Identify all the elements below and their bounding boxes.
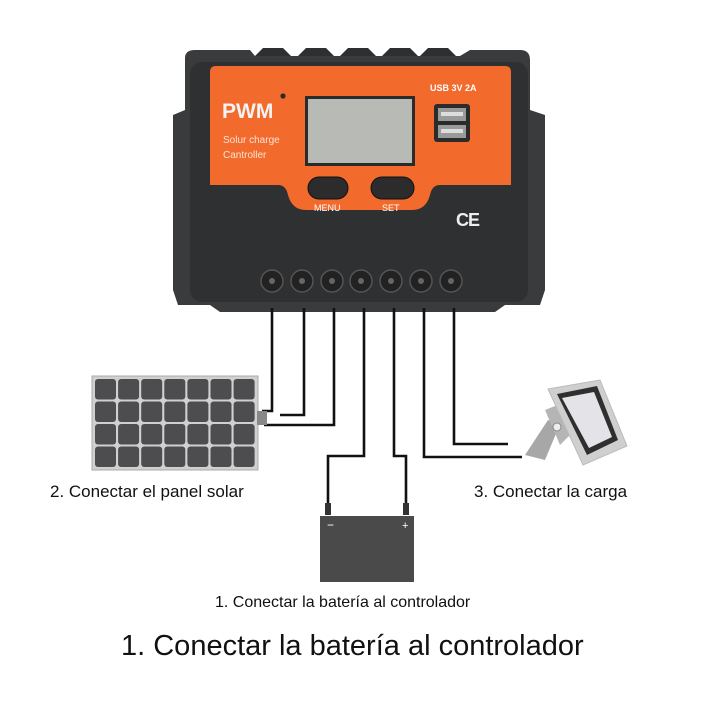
solar-cell: [187, 424, 209, 445]
wire-battery-pos: [392, 308, 408, 507]
battery-label: 1. Conectar la batería al controlador: [215, 594, 471, 611]
subtitle-line-2: Cantroller: [223, 150, 267, 161]
solar-cell: [95, 446, 116, 467]
solar-cell: [187, 446, 209, 467]
solar-cell: [164, 446, 186, 467]
battery-minus-icon: −: [327, 518, 334, 532]
solar-cell: [233, 446, 255, 467]
caption: 1. Conectar la batería al controlador: [121, 630, 584, 662]
solar-panel: [91, 375, 267, 471]
solar-cell: [118, 379, 140, 400]
solar-cell: [210, 401, 232, 422]
wiring: [262, 308, 522, 507]
solar-cell: [187, 379, 209, 400]
solar-cell: [164, 424, 186, 445]
solar-cell: [95, 379, 116, 400]
solar-cell: [187, 401, 209, 422]
solar-cell: [210, 424, 232, 445]
charge-controller: [173, 48, 545, 312]
solar-cell: [118, 446, 140, 467]
wire-load-2: [452, 308, 508, 446]
floodlight-icon: [525, 379, 628, 466]
wire-battery-neg: [326, 308, 366, 507]
ce-mark-icon: CE: [456, 210, 480, 230]
set-button[interactable]: [370, 176, 415, 200]
wire-panel-1: [262, 308, 274, 413]
solar-cell: [233, 424, 255, 445]
panel-connector: [257, 411, 267, 425]
battery: − +: [320, 503, 414, 582]
solar-cell: [233, 379, 255, 400]
menu-label: MENU: [314, 203, 341, 213]
solar-cell: [210, 379, 232, 400]
lcd-screen: [308, 99, 412, 163]
wire-panel-3: [264, 308, 336, 427]
solar-cell: [141, 379, 163, 400]
load-label: 3. Conectar la carga: [474, 482, 628, 501]
solar-cell: [118, 401, 140, 422]
battery-body: [320, 516, 414, 582]
solar-cell: [210, 446, 232, 467]
menu-button[interactable]: [307, 176, 349, 200]
status-led: [280, 93, 286, 99]
solar-cell: [95, 424, 116, 445]
terminal-block: [260, 269, 463, 293]
usb-label: USB 3V 2A: [430, 83, 477, 93]
solar-cell: [141, 401, 163, 422]
brand-label: PWM: [222, 100, 274, 123]
solar-cell: [233, 401, 255, 422]
wire-load-1: [422, 308, 522, 459]
wire-panel-2: [280, 308, 306, 417]
solar-cell: [141, 446, 163, 467]
solar-cell: [118, 424, 140, 445]
solar-cell: [164, 401, 186, 422]
solar-cell: [95, 401, 116, 422]
panel-label: 2. Conectar el panel solar: [50, 482, 244, 501]
battery-plus-icon: +: [402, 520, 408, 532]
solar-cell: [141, 424, 163, 445]
solar-cell: [164, 379, 186, 400]
set-label: SET: [382, 203, 400, 213]
subtitle-line-1: Solur charge: [223, 135, 280, 146]
